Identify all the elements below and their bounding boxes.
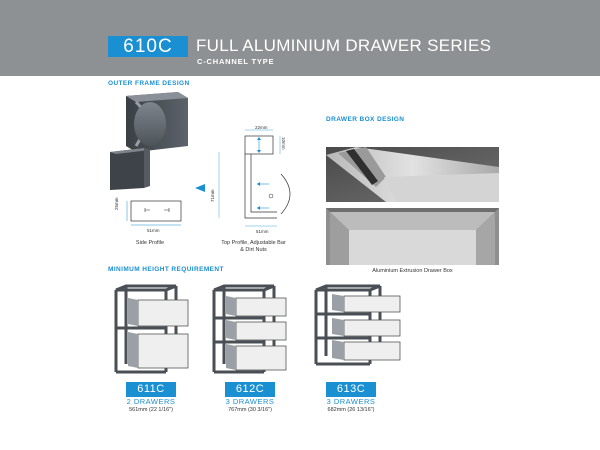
model-613c-badge: 613C — [326, 382, 376, 397]
model-611c-drawers: 2 DRAWERS — [126, 397, 176, 406]
outer-frame-render — [110, 92, 188, 190]
series-code-badge: 610C — [108, 36, 188, 57]
top-right-dim: 10mm — [281, 137, 286, 150]
cabinet-613c-render — [314, 284, 401, 366]
arrow-icon — [195, 184, 205, 192]
model-612c-badge: 612C — [225, 382, 275, 397]
model-613c-size: 682mm (26 13/16") — [327, 407, 375, 413]
series-subtitle: C-CHANNEL TYPE — [197, 57, 275, 66]
drawer-box-heading: DRAWER BOX DESIGN — [326, 116, 405, 123]
drawer-box-caption: Aluminium Extrusion Drawer Box — [372, 268, 453, 274]
top-profile-caption-line2: & Dirt Nuts — [240, 247, 267, 253]
side-profile-drawing — [126, 200, 182, 226]
side-height-dim: 25mm — [114, 197, 119, 210]
drawer-box-photo-bottom — [326, 208, 499, 265]
model-612c-size: 767mm (30 3/16") — [228, 407, 272, 413]
top-width-dim: 22mm — [255, 125, 268, 130]
top-profile-drawing — [218, 129, 291, 227]
min-height-heading: MINIMUM HEIGHT REQUIREMENT — [108, 266, 224, 273]
top-bottom-dim: 51mm — [256, 229, 269, 234]
series-title: FULL ALUMINIUM DRAWER SERIES — [196, 36, 492, 55]
top-height-dim: 71mm — [210, 189, 215, 202]
top-profile-caption-line1: Top Profile, Adjustable Bar — [221, 240, 286, 246]
cabinet-612c-render — [212, 284, 287, 374]
side-profile-caption: Side Profile — [135, 240, 165, 246]
cabinet-611c-render — [114, 284, 189, 374]
model-611c-badge: 611C — [126, 382, 176, 397]
drawer-box-photo-top — [326, 147, 499, 202]
header-band — [0, 0, 600, 76]
model-611c-size: 561mm (22 1/16") — [129, 407, 173, 413]
model-613c-drawers: 3 DRAWERS — [326, 397, 376, 406]
side-width-dim: 51mm — [147, 228, 160, 233]
outer-frame-heading: OUTER FRAME DESIGN — [108, 80, 190, 87]
model-612c-drawers: 3 DRAWERS — [225, 397, 275, 406]
